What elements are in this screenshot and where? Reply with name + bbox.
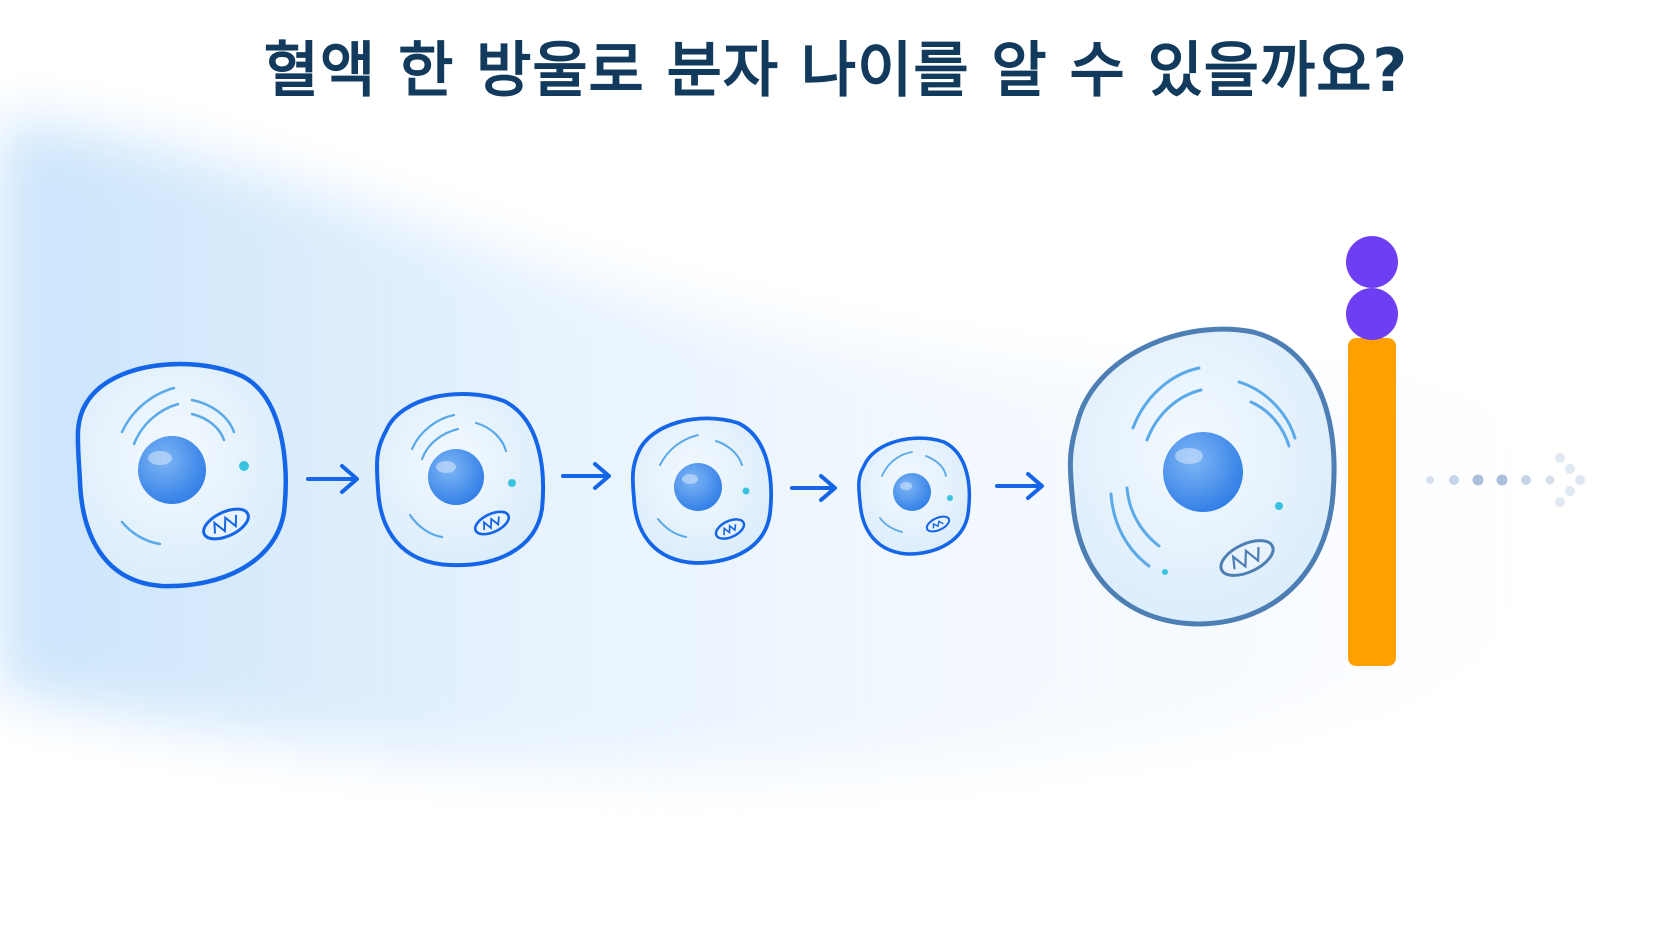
nucleus-icon — [674, 463, 722, 511]
nucleus-icon — [428, 449, 484, 505]
nucleus-icon — [893, 473, 931, 511]
arrow-right-icon — [561, 462, 611, 490]
cell-icon — [375, 392, 546, 568]
telomere-bar-icon — [1346, 236, 1398, 666]
cell-icon — [1067, 326, 1337, 627]
cell-icon — [75, 361, 288, 589]
mitochondria-icon — [202, 507, 250, 541]
dotted-arrow-icon — [1426, 453, 1585, 507]
mitochondria-icon — [714, 518, 746, 540]
mitochondria-icon — [473, 510, 511, 536]
nucleus-icon — [138, 436, 206, 504]
page-title: 혈액 한 방울로 분자 나이를 알 수 있을까요? — [263, 36, 1409, 106]
arrow-right-icon — [306, 464, 359, 494]
arrow-right-icon — [995, 472, 1044, 500]
cell-icon — [630, 416, 774, 565]
arrow-right-icon — [790, 474, 837, 502]
nucleus-icon — [1163, 432, 1243, 512]
cell-icon — [857, 436, 972, 556]
mitochondria-icon — [1219, 539, 1275, 577]
mitochondria-icon — [925, 515, 951, 533]
